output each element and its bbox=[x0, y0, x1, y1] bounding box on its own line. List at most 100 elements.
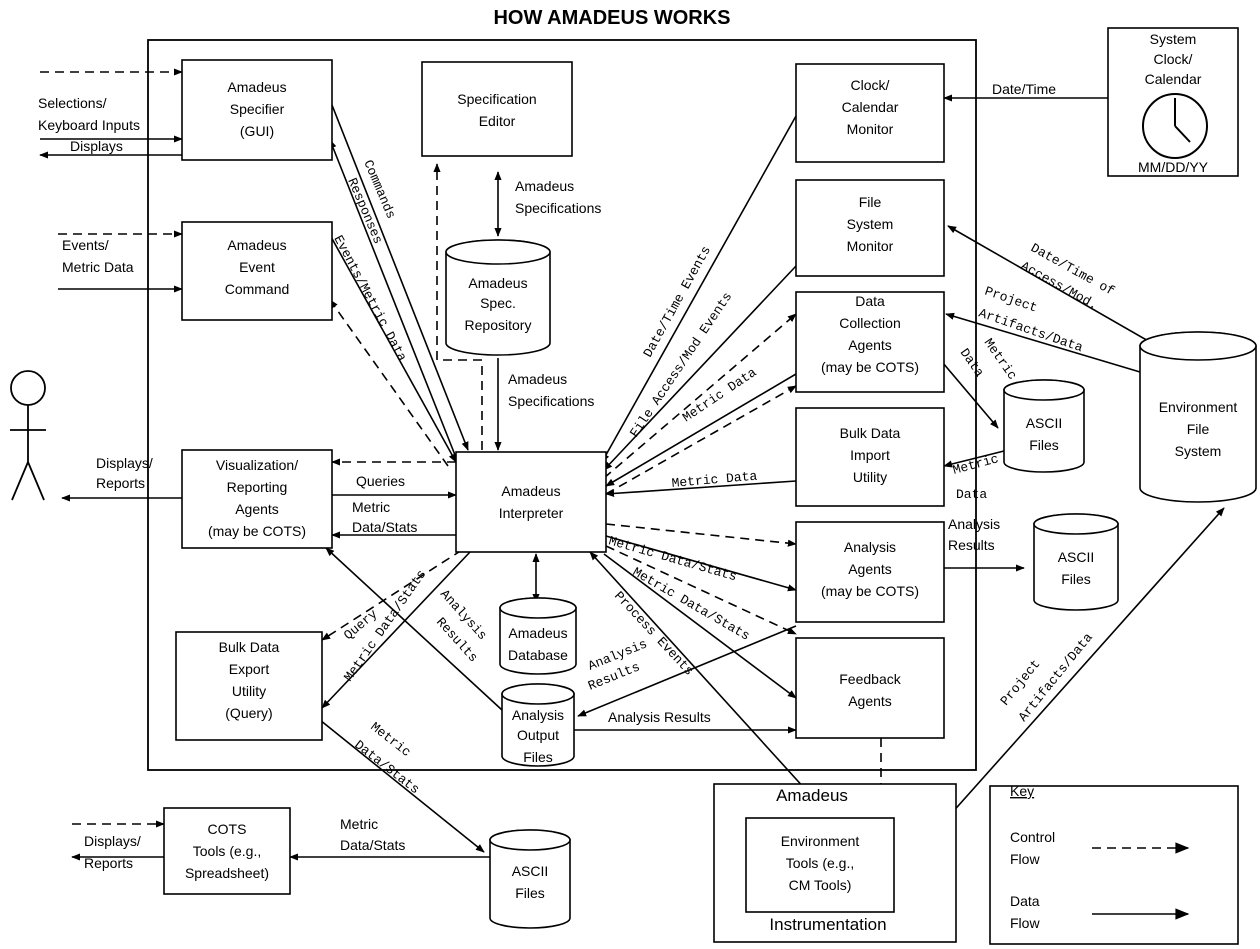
ascii-files-label: Files bbox=[515, 885, 545, 901]
legend-label: Control bbox=[1010, 829, 1055, 845]
legend: Key Control Flow Data Flow bbox=[989, 783, 1239, 945]
flow-label: Keyboard Inputs bbox=[38, 117, 140, 133]
data-flow-arrow bbox=[325, 547, 503, 711]
flow-label: Metric Data bbox=[671, 469, 758, 491]
data-flow-arrow bbox=[589, 551, 807, 791]
feedback-label: Feedback bbox=[839, 671, 901, 687]
system-clock-label: Calendar bbox=[1145, 71, 1202, 87]
legend-label: Flow bbox=[1010, 915, 1040, 931]
collection-agents-label: (may be COTS) bbox=[821, 359, 919, 375]
flow-label: Amadeus bbox=[515, 178, 574, 194]
cots-tools-box: COTS Tools (e.g., Spreadsheet) bbox=[163, 807, 291, 895]
ascii-files-store-1: ASCII Files bbox=[1003, 379, 1085, 473]
connectors bbox=[39, 68, 1225, 881]
bulk-export-label: Bulk Data bbox=[219, 639, 280, 655]
ascii-files-label: ASCII bbox=[1026, 415, 1063, 431]
data-flow-arrow bbox=[605, 535, 797, 592]
clock-monitor-label: Calendar bbox=[842, 99, 899, 115]
flow-label: Analysis bbox=[948, 516, 1000, 532]
ascii-files-label: Files bbox=[1029, 437, 1059, 453]
ascii-files-store-3: ASCII Files bbox=[489, 829, 571, 929]
flow-label: File Access/Mod Events bbox=[627, 290, 735, 441]
ascii-files-label: ASCII bbox=[1058, 549, 1095, 565]
collection-agents-label: Collection bbox=[839, 315, 900, 331]
data-flow-arrow bbox=[605, 373, 797, 487]
user-icon bbox=[10, 370, 46, 501]
flow-label: Data bbox=[957, 346, 987, 380]
data-flow-arrow bbox=[329, 234, 457, 463]
collection-agents-label: Data bbox=[855, 293, 885, 309]
specifier-label: (GUI) bbox=[240, 123, 274, 139]
specifier-label: Amadeus bbox=[227, 79, 286, 95]
control-flow-arrow bbox=[433, 163, 483, 450]
env-fs-store: Environment File System bbox=[1139, 331, 1257, 503]
control-flow-arrow bbox=[605, 523, 797, 547]
feedback-box: Feedback Agents bbox=[795, 637, 945, 739]
database-label: Database bbox=[508, 647, 568, 663]
clock-monitor-label: Monitor bbox=[847, 121, 894, 137]
interpreter-label: Amadeus bbox=[501, 483, 560, 499]
output-files-label: Analysis bbox=[512, 707, 564, 723]
flow-label: Reports bbox=[96, 475, 145, 491]
cots-tools-label: Spreadsheet) bbox=[185, 865, 269, 881]
diagram-title: HOW AMADEUS WORKS bbox=[493, 7, 730, 29]
spec-repo-label: Repository bbox=[465, 317, 532, 333]
flow-label: Data bbox=[956, 487, 987, 502]
data-flow-arrow bbox=[331, 104, 469, 451]
data-flow-arrow bbox=[321, 551, 471, 709]
flow-label: Metric bbox=[981, 336, 1020, 383]
output-files-store: Analysis Output Files bbox=[501, 683, 575, 767]
cots-tools-label: Tools (e.g., bbox=[193, 843, 261, 859]
flow-label: Displays/ bbox=[84, 833, 141, 849]
event-command-box: Amadeus Event Command bbox=[181, 221, 333, 321]
bulk-export-label: Utility bbox=[232, 683, 266, 699]
flow-label: Analysis Results bbox=[608, 709, 711, 725]
system-boundary bbox=[147, 39, 977, 771]
env-tools-label: Tools (e.g., bbox=[786, 855, 854, 871]
env-fs-label: System bbox=[1175, 443, 1222, 459]
flow-label: Metric Data bbox=[680, 365, 760, 426]
event-command-label: Event bbox=[239, 259, 275, 275]
env-fs-label: Environment bbox=[1159, 399, 1238, 415]
control-flow-arrow bbox=[321, 549, 463, 641]
event-command-label: Command bbox=[225, 281, 290, 297]
spec-repo-label: Spec. bbox=[480, 295, 516, 311]
analysis-agents-label: Analysis bbox=[844, 539, 896, 555]
bulk-export-label: Export bbox=[229, 661, 270, 677]
fs-monitor-label: System bbox=[847, 216, 894, 232]
bulk-import-label: Utility bbox=[853, 469, 887, 485]
ascii-files-label: ASCII bbox=[512, 863, 549, 879]
flow-label: Specifications bbox=[508, 393, 594, 409]
data-flow-arrow bbox=[605, 480, 797, 498]
specifier-label: Specifier bbox=[230, 101, 285, 117]
flow-label: Results bbox=[948, 537, 995, 553]
fs-monitor-label: File bbox=[859, 194, 882, 210]
event-command-label: Amadeus bbox=[227, 237, 286, 253]
bulk-export-label: (Query) bbox=[225, 705, 272, 721]
flow-label: Events/Metric Data bbox=[330, 233, 409, 364]
database-store: Amadeus Database bbox=[499, 597, 577, 675]
spec-editor-box: Specification Editor bbox=[421, 61, 573, 157]
interpreter-box: Amadeus Interpreter bbox=[455, 451, 607, 553]
system-clock-date: MM/DD/YY bbox=[1138, 159, 1209, 175]
flow-label: Data/Stats bbox=[340, 837, 405, 853]
database-label: Amadeus bbox=[508, 625, 567, 641]
output-files-label: Output bbox=[517, 727, 559, 743]
system-clock-label: Clock/ bbox=[1154, 51, 1193, 67]
analysis-agents-label: Agents bbox=[848, 561, 892, 577]
visualization-label: (may be COTS) bbox=[208, 523, 306, 539]
collection-agents-label: Agents bbox=[848, 337, 892, 353]
control-flow-arrow bbox=[605, 385, 797, 495]
flow-label: Selections/ bbox=[38, 95, 107, 111]
visualization-label: Agents bbox=[235, 501, 279, 517]
data-flow-arrow bbox=[577, 625, 797, 717]
flow-label: Displays bbox=[70, 138, 123, 154]
bulk-export-box: Bulk Data Export Utility (Query) bbox=[175, 631, 323, 741]
data-flow-arrow bbox=[945, 312, 1141, 373]
data-flow-arrow bbox=[329, 139, 456, 456]
fs-monitor-box: File System Monitor bbox=[795, 179, 945, 277]
bulk-import-label: Bulk Data bbox=[840, 425, 901, 441]
env-tools-label: CM Tools) bbox=[789, 877, 852, 893]
analysis-agents-box: Analysis Agents (may be COTS) bbox=[795, 521, 945, 623]
